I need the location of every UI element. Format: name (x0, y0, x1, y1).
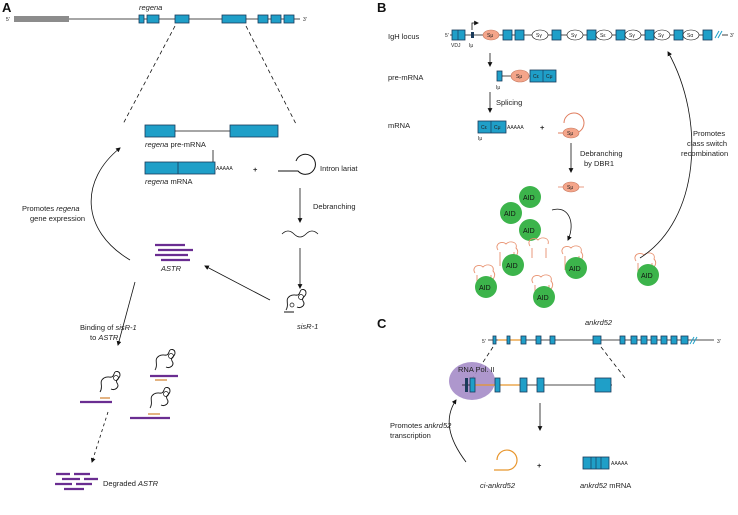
svg-text:Cμ: Cμ (494, 125, 501, 131)
promotes-regena-line2: gene expression (30, 214, 85, 223)
ankrd52-gene-model: ankrd52 5' 3' (482, 318, 721, 345)
degraded-astr: Degraded ASTR (55, 472, 159, 491)
svg-text:Sγ: Sγ (571, 33, 577, 39)
promotes-csr-line1: Promotes (693, 129, 725, 138)
panel-b-label: B (377, 0, 386, 15)
panel-a-plus: + (253, 165, 258, 174)
regena-utr (14, 16, 69, 22)
promotes-csr-line2: class switch (687, 139, 727, 148)
svg-text:Sγ: Sγ (658, 33, 664, 39)
binding-line1: Binding of sisR-1 (80, 323, 137, 332)
svg-text:Sμ: Sμ (567, 185, 573, 191)
linear-switch-rna: Sμ (558, 181, 584, 193)
svg-text:AAAAA: AAAAA (507, 125, 524, 131)
ankrd52-five-prime: 5' (482, 339, 486, 345)
promotes-ankrd52-line2: transcription (390, 431, 431, 440)
svg-text:AID: AID (537, 295, 549, 302)
debranching-dbr1-line1: Debranching (580, 149, 623, 158)
ankrd52-mrna: AAAAA ankrd52 mRNA (580, 456, 631, 490)
igh-mrna: mRNA Cε Cμ AAAAA Iμ (388, 120, 524, 142)
svg-text:AID: AID (569, 266, 581, 273)
astr-rna: ASTR (155, 243, 193, 273)
debranching-label: Debranching (313, 202, 356, 211)
ci-ankrd52: ci-ankrd52 (480, 449, 518, 490)
i-mu-label: Iμ (469, 43, 473, 49)
regena-three-prime: 3' (303, 17, 307, 23)
svg-text:Sα: Sα (687, 33, 693, 39)
svg-text:Sγ: Sγ (536, 33, 542, 39)
regena-gene-model: 5' 3' regena (6, 3, 307, 24)
regena-five-prime: 5' (6, 17, 10, 23)
aid-rna-complexes (473, 237, 657, 299)
igh-five-prime: 5' (445, 33, 449, 39)
svg-text:Sμ: Sμ (516, 74, 522, 80)
panel-a-label: A (2, 0, 12, 15)
binding-line2: to ASTR (90, 333, 119, 342)
igh-locus: IgH locus 5' VDJ Iμ Sμ Sγ Sγ Sε Sγ Sγ Sα (388, 20, 734, 49)
ankrd52-gene-name: ankrd52 (585, 318, 613, 327)
vdj-label: VDJ (451, 43, 461, 49)
aid-proteins-free: AID AID AID (500, 186, 541, 241)
svg-text:Cε: Cε (481, 125, 488, 131)
svg-text:Sε: Sε (600, 33, 606, 39)
regena-pre-mrna: regena pre-mRNA (144, 124, 279, 149)
regena-polya: AAAAA (216, 166, 233, 172)
svg-text:AID: AID (523, 195, 535, 202)
svg-text:AAAAA: AAAAA (611, 461, 628, 467)
rna-pol-ii-label: RNA Pol. II (458, 365, 495, 374)
regena-mrna: AAAAA regena mRNA (144, 161, 233, 186)
mrna-label: mRNA (388, 121, 410, 130)
intron-lariat: Intron lariat (278, 153, 358, 175)
svg-text:AID: AID (479, 285, 491, 292)
svg-text:AID: AID (641, 273, 653, 280)
ankrd52-three-prime: 3' (717, 339, 721, 345)
linear-intron (281, 230, 319, 238)
promotes-ankrd52-line1: Promotes ankrd52 (390, 421, 452, 430)
igh-pre-mrna: pre-mRNA Sμ Cε Cμ Iμ (388, 69, 557, 91)
panel-b-plus: + (540, 123, 545, 132)
s-mu-label: Sμ (487, 33, 493, 39)
regena-pre-mrna-label: regena pre-mRNA (145, 140, 206, 149)
svg-text:Iμ: Iμ (496, 85, 500, 91)
regena-gene-name: regena (139, 3, 162, 12)
transcription-unit: RNA Pol. II (449, 362, 612, 400)
aid-proteins-bound: AID AID AID AID AID (475, 254, 659, 308)
igh-three-prime: 3' (730, 33, 734, 39)
intron-lariat-label: Intron lariat (320, 164, 358, 173)
debranching-dbr1-line2: by DBR1 (584, 159, 614, 168)
sisr1-label: sisR-1 (297, 322, 318, 331)
svg-text:Cμ: Cμ (546, 74, 553, 80)
regena-mrna-label: regena mRNA (145, 177, 193, 186)
switch-lariat: Sμ (558, 112, 585, 139)
degraded-astr-label: Degraded ASTR (103, 479, 159, 488)
splicing-label: Splicing (496, 98, 522, 107)
svg-text:AID: AID (523, 228, 535, 235)
promotes-regena-line1: Promotes regena (22, 204, 80, 213)
svg-text:Sμ: Sμ (567, 131, 573, 137)
svg-text:Cε: Cε (533, 74, 540, 80)
svg-text:AID: AID (504, 211, 516, 218)
svg-text:AID: AID (506, 263, 518, 270)
sisr1-structure: sisR-1 (284, 289, 318, 331)
astr-label: ASTR (160, 264, 182, 273)
svg-text:Iμ: Iμ (478, 136, 482, 142)
pre-mrna-label: pre-mRNA (388, 73, 423, 82)
svg-text:Sγ: Sγ (629, 33, 635, 39)
ankrd52-mrna-label: ankrd52 mRNA (580, 481, 631, 490)
sisr1-astr-complexes (80, 349, 178, 420)
panel-c-label: C (377, 316, 387, 331)
ci-ankrd52-label: ci-ankrd52 (480, 481, 516, 490)
igh-locus-label: IgH locus (388, 32, 420, 41)
panel-c-plus: + (537, 461, 542, 470)
promotes-csr-line3: recombination (681, 149, 728, 158)
